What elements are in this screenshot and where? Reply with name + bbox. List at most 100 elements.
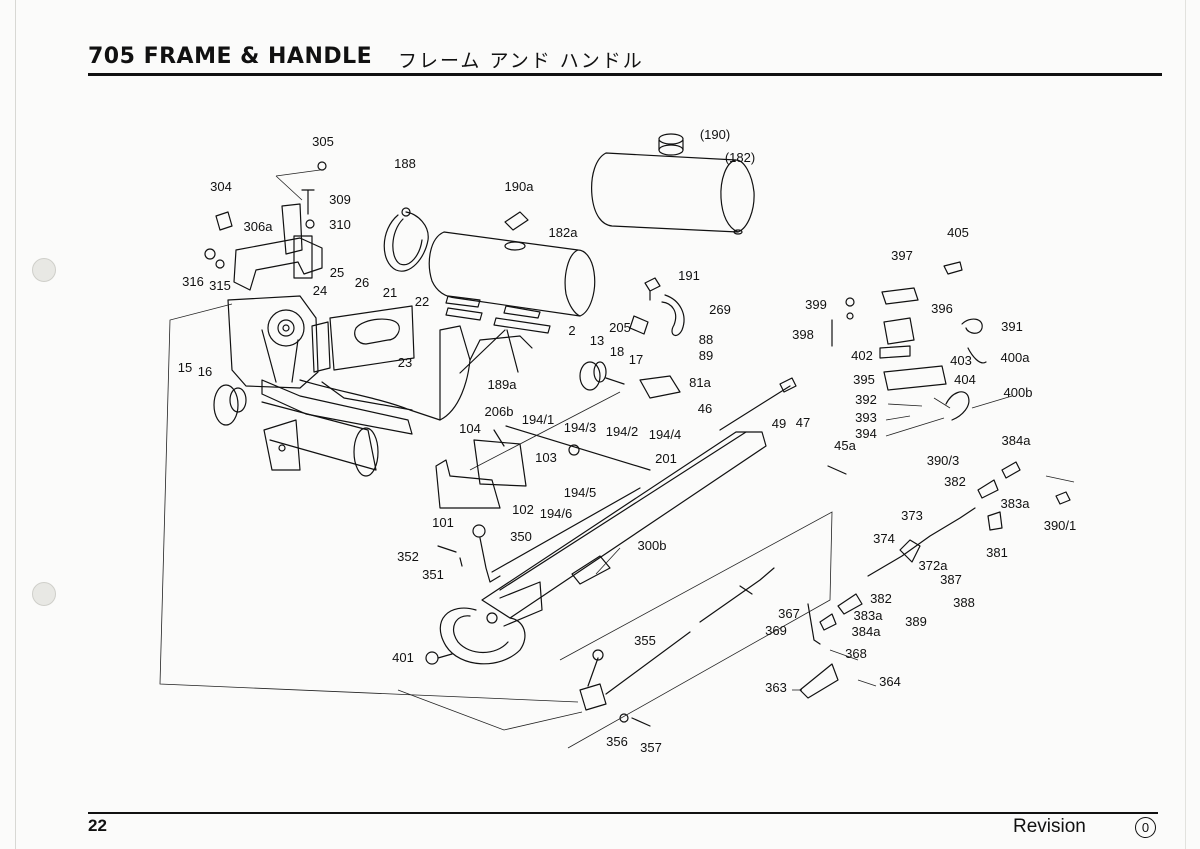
part-callout-46: 46 xyxy=(698,401,712,416)
part-callout-81a: 81a xyxy=(689,375,711,390)
part-callout-364: 364 xyxy=(879,674,901,689)
part-callout-103: 103 xyxy=(535,450,557,465)
part-callout-381: 381 xyxy=(986,545,1008,560)
part-callout-13: 13 xyxy=(590,333,604,348)
part-callout-310: 310 xyxy=(329,217,351,232)
part-callout-397: 397 xyxy=(891,248,913,263)
scan-edge-right xyxy=(1185,0,1186,849)
part-callout-403: 403 xyxy=(950,353,972,368)
binder-hole-bottom xyxy=(32,582,56,606)
part-callout-383a: 383a xyxy=(1001,496,1031,511)
frame-plate-21-drawing xyxy=(311,305,415,373)
part-callout-22: 22 xyxy=(415,294,429,309)
part-callout-382: 382 xyxy=(870,591,892,606)
part-callout-356: 356 xyxy=(606,734,628,749)
header-rule xyxy=(88,73,1162,76)
part-callout-368: 368 xyxy=(845,646,867,661)
part-callout-188: 188 xyxy=(394,156,416,171)
page-number: 22 xyxy=(88,816,107,835)
part-callout-45a: 45a xyxy=(834,438,856,453)
engine-housing-drawing xyxy=(227,295,319,389)
handle-bar-300b-drawing xyxy=(439,431,767,665)
part-callout-374: 374 xyxy=(873,531,895,546)
fuel-tank-182a-drawing xyxy=(428,211,596,317)
part-callout-316: 316 xyxy=(182,274,204,289)
part-callout-24: 24 xyxy=(313,283,327,298)
binder-hole-top xyxy=(32,258,56,282)
part-callout-384a: 384a xyxy=(1002,433,1032,448)
revision-number-badge: 0 xyxy=(1135,817,1156,838)
part-callout-357: 357 xyxy=(640,740,662,755)
part-callout-390-3: 390/3 xyxy=(927,453,960,468)
part-callout-387: 387 xyxy=(940,572,962,587)
part-callout-102: 102 xyxy=(512,502,534,517)
part-callout-384a: 384a xyxy=(852,624,882,639)
part-callout-15: 15 xyxy=(178,360,192,375)
strap-188-drawing xyxy=(383,207,429,272)
part-callout-392: 392 xyxy=(855,392,877,407)
part-callout-18: 18 xyxy=(610,344,624,359)
footer-rule xyxy=(88,812,1158,814)
part-callout-315: 315 xyxy=(209,278,231,293)
part-callout-400b: 400b xyxy=(1004,385,1033,400)
part-callout-382: 382 xyxy=(944,474,966,489)
part-callout-16: 16 xyxy=(198,364,212,379)
part-callout-372a: 372a xyxy=(919,558,949,573)
part-callout-388: 388 xyxy=(953,595,975,610)
part-callout-300b: 300b xyxy=(638,538,667,553)
part-callout-182a: 182a xyxy=(549,225,579,240)
part-callout-194-4: 194/4 xyxy=(649,427,682,442)
part-callout-400a: 400a xyxy=(1001,350,1031,365)
part-callout-206b: 206b xyxy=(485,404,514,419)
part-callout-351: 351 xyxy=(422,567,444,582)
revision-label: Revision xyxy=(1013,816,1086,837)
part-callout-88: 88 xyxy=(699,332,713,347)
fuel-tank-182-drawing xyxy=(591,133,755,235)
part-callout-104: 104 xyxy=(459,421,481,436)
part-callout-304: 304 xyxy=(210,179,232,194)
part-callout-191: 191 xyxy=(678,268,700,283)
part-callout-269: 269 xyxy=(709,302,731,317)
part-callout--182-: (182) xyxy=(725,150,755,165)
part-callout-23: 23 xyxy=(398,355,412,370)
part-callout-194-5: 194/5 xyxy=(564,485,597,500)
part-callout-190a: 190a xyxy=(505,179,535,194)
page-title: 705 FRAME & HANDLE xyxy=(88,44,373,69)
part-callout-390-1: 390/1 xyxy=(1044,518,1077,533)
part-callout-101: 101 xyxy=(432,515,454,530)
part-callout-21: 21 xyxy=(383,285,397,300)
part-callout-350: 350 xyxy=(510,529,532,544)
part-callout-396: 396 xyxy=(931,301,953,316)
part-callout-363: 363 xyxy=(765,680,787,695)
part-callout-189a: 189a xyxy=(488,377,518,392)
part-callout-194-3: 194/3 xyxy=(564,420,597,435)
part-callout-404: 404 xyxy=(954,372,976,387)
part-callout-369: 369 xyxy=(765,623,787,638)
part-callout-394: 394 xyxy=(855,426,877,441)
part-callout-389: 389 xyxy=(905,614,927,629)
part-callout-306a: 306a xyxy=(244,219,274,234)
part-callout-395: 395 xyxy=(853,372,875,387)
part-callout-367: 367 xyxy=(778,606,800,621)
part-callout-305: 305 xyxy=(312,134,334,149)
part-callout-399: 399 xyxy=(805,297,827,312)
part-callout-89: 89 xyxy=(699,348,713,363)
part-callout-352: 352 xyxy=(397,549,419,564)
part-callout-405: 405 xyxy=(947,225,969,240)
part-callout-383a: 383a xyxy=(854,608,884,623)
part-callout-194-2: 194/2 xyxy=(606,424,639,439)
part-callout-401: 401 xyxy=(392,650,414,665)
part-callout-393: 393 xyxy=(855,410,877,425)
part-callout-194-1: 194/1 xyxy=(522,412,555,427)
scan-edge-left xyxy=(15,0,16,849)
part-callout-355: 355 xyxy=(634,633,656,648)
part-callout-205: 205 xyxy=(609,320,631,335)
part-callout-49: 49 xyxy=(772,416,786,431)
part-callout-2: 2 xyxy=(568,323,575,338)
part-callout-398: 398 xyxy=(792,327,814,342)
part-callout-391: 391 xyxy=(1001,319,1023,334)
roller-14-drawing xyxy=(213,384,379,477)
